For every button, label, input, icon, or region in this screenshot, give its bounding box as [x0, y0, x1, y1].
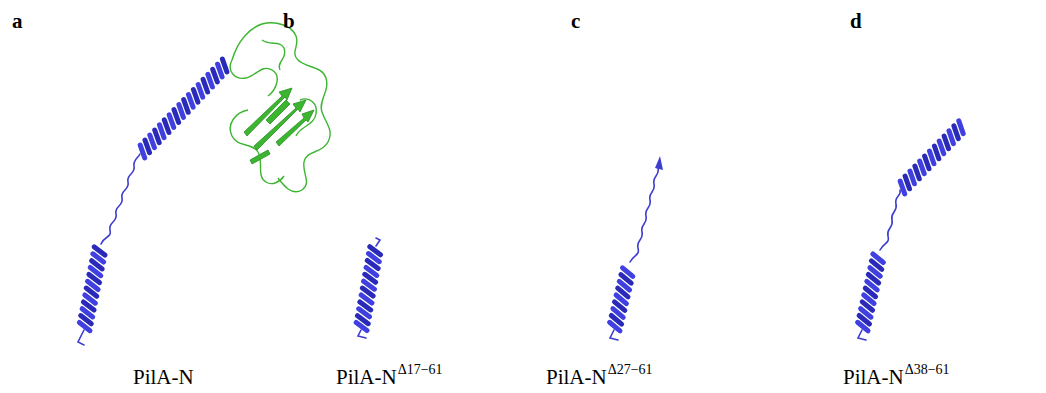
domain-loop: [232, 23, 330, 192]
helix-turn: [164, 120, 169, 133]
helix-turn: [198, 85, 203, 98]
beta-strand: [244, 88, 292, 136]
helix-turn: [905, 176, 909, 189]
helix-turn: [140, 145, 145, 158]
helix-turn: [930, 151, 934, 164]
helix-turn: [179, 105, 184, 118]
helix-turn: [873, 254, 883, 263]
panel-letter: a: [12, 10, 23, 33]
helix-turn: [949, 131, 953, 144]
deletion-range: Δ27−61: [608, 362, 653, 377]
coil-loop: [630, 168, 658, 262]
panel-letter: d: [850, 10, 862, 33]
helix-turn: [623, 268, 633, 277]
panel-letter: b: [283, 10, 295, 33]
coil-loop: [101, 154, 140, 244]
helix-turn: [145, 140, 150, 153]
coil-loop: [610, 330, 618, 340]
helix-turn: [213, 69, 218, 82]
helix-turn: [160, 125, 165, 138]
helix-turn: [910, 171, 914, 184]
domain-loop: [230, 60, 277, 96]
helix-turn: [94, 247, 105, 255]
deletion-range: Δ17−61: [398, 362, 443, 377]
helix-turn: [939, 141, 944, 154]
helix-turn: [169, 115, 174, 128]
beta-strand: [276, 110, 314, 146]
construct-name: PilA-N: [336, 366, 397, 389]
construct-name: PilA-N: [546, 366, 607, 389]
beta-strand: [266, 100, 290, 124]
helix-turn: [900, 181, 905, 194]
helix-turn: [370, 247, 381, 255]
helix-turn: [150, 135, 155, 148]
helix-turn: [915, 166, 919, 179]
helix-turn: [959, 121, 963, 134]
helix-turn: [203, 79, 208, 92]
coil-loop: [376, 238, 380, 246]
helix-turn: [222, 59, 227, 72]
beta-strand: [250, 150, 270, 164]
helix-turn: [920, 161, 925, 174]
deletion-range: Δ38−61: [905, 362, 950, 377]
coil-loop: [858, 330, 866, 340]
helix-turn: [193, 90, 198, 103]
construct-name: PilA-N: [133, 366, 194, 389]
panel-letter: c: [571, 10, 580, 33]
helix-turn: [184, 100, 189, 113]
helix-turn: [189, 95, 194, 108]
strand-tip: [655, 156, 663, 170]
domain-loop: [262, 40, 285, 70]
helix-turn: [954, 126, 958, 139]
construct-name: PilA-N: [843, 366, 904, 389]
helix-turn: [925, 156, 929, 169]
helix-turn: [174, 110, 179, 123]
helix-turn: [218, 64, 223, 77]
coil-loop: [880, 190, 900, 250]
helix-turn: [208, 74, 213, 87]
helix-turn: [944, 136, 948, 149]
helix-turn: [934, 146, 938, 159]
helix-turn: [155, 130, 160, 143]
coil-loop: [78, 330, 84, 345]
